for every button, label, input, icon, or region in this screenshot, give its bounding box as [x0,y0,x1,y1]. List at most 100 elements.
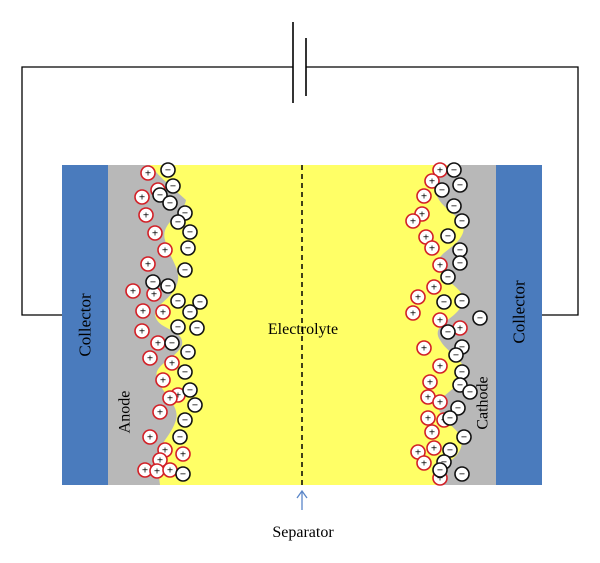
separator-label: Separator [272,524,334,541]
svg-text:−: − [180,469,186,481]
svg-text:+: + [143,210,149,222]
positive-ion: + [134,189,150,205]
positive-ion: + [150,335,166,351]
svg-text:−: − [185,347,191,359]
svg-text:+: + [431,282,437,294]
cathode-ions: +++++++++++++++++++++++++−−−−−−−−−−−−−−−… [405,162,488,486]
cathode-label: Cathode [475,376,492,429]
positive-ion: + [410,444,426,460]
negative-ion: − [162,195,178,211]
negative-ion: − [462,384,478,400]
svg-text:−: − [185,243,191,255]
svg-text:−: − [457,180,463,192]
svg-text:−: − [445,327,451,339]
negative-ion: − [442,410,458,426]
negative-ion: − [192,294,208,310]
svg-text:+: + [145,259,151,271]
svg-text:−: − [459,342,465,354]
positive-ion: + [424,240,440,256]
svg-text:−: − [457,380,463,392]
negative-ion: − [454,466,470,482]
positive-ion: + [134,323,150,339]
positive-ion: + [155,372,171,388]
negative-ion: − [164,335,180,351]
positive-ion: + [155,304,171,320]
negative-ion: − [182,304,198,320]
negative-ion: − [440,324,456,340]
svg-text:−: − [445,231,451,243]
svg-text:+: + [167,465,173,477]
separator-arrow [296,489,308,510]
negative-ion: − [182,382,198,398]
svg-text:+: + [151,289,157,301]
negative-ion: − [180,344,196,360]
collector-right [496,165,542,485]
battery-symbol [292,22,307,103]
positive-ion: + [157,242,173,258]
positive-ion: + [422,374,438,390]
positive-ion: + [432,358,448,374]
positive-ion: + [410,289,426,305]
svg-text:+: + [421,191,427,203]
svg-text:−: − [182,265,188,277]
svg-text:−: − [457,245,463,257]
svg-text:−: − [445,272,451,284]
positive-ion: + [140,165,156,181]
negative-ion: − [448,347,464,363]
svg-text:+: + [437,361,443,373]
negative-ion: − [187,397,203,413]
svg-text:−: − [167,198,173,210]
svg-text:+: + [130,286,136,298]
positive-ion: + [452,320,468,336]
electrolyte-label: Electrolyte [268,321,338,338]
negative-ion: − [454,364,470,380]
negative-ion: − [456,429,472,445]
svg-text:−: − [150,277,156,289]
right-wire [306,66,579,316]
negative-ion: − [472,310,488,326]
svg-text:−: − [169,338,175,350]
negative-ion: − [160,162,176,178]
svg-text:−: − [175,217,181,229]
svg-text:−: − [467,387,473,399]
positive-ion: + [125,283,141,299]
svg-text:−: − [459,216,465,228]
svg-text:−: − [187,227,193,239]
svg-text:+: + [425,413,431,425]
svg-text:+: + [421,458,427,470]
positive-ion: + [140,256,156,272]
negative-ion: − [446,162,462,178]
negative-ion: − [152,187,168,203]
negative-ion: − [440,269,456,285]
svg-text:+: + [429,427,435,439]
svg-text:+: + [140,306,146,318]
svg-text:−: − [441,297,447,309]
positive-ion: + [142,350,158,366]
negative-ion: − [454,293,470,309]
positive-ion: + [426,279,442,295]
svg-text:−: − [187,307,193,319]
external-circuit [21,66,579,316]
positive-ion: + [405,213,421,229]
positive-ion: + [416,455,432,471]
collector-left-label: Collector [76,293,95,357]
svg-text:+: + [410,216,416,228]
svg-text:+: + [410,308,416,320]
svg-text:−: − [451,165,457,177]
negative-ion: − [170,293,186,309]
svg-text:−: − [447,413,453,425]
svg-text:−: − [165,281,171,293]
negative-ion: − [446,198,462,214]
positive-ion: + [416,340,432,356]
svg-text:+: + [139,192,145,204]
anode-label: Anode [117,391,134,434]
svg-text:+: + [147,432,153,444]
svg-text:+: + [427,377,433,389]
svg-text:+: + [431,443,437,455]
negative-ion: − [175,466,191,482]
svg-text:−: − [194,323,200,335]
svg-text:+: + [160,307,166,319]
svg-text:−: − [459,469,465,481]
svg-text:+: + [167,393,173,405]
negative-ion: − [454,213,470,229]
